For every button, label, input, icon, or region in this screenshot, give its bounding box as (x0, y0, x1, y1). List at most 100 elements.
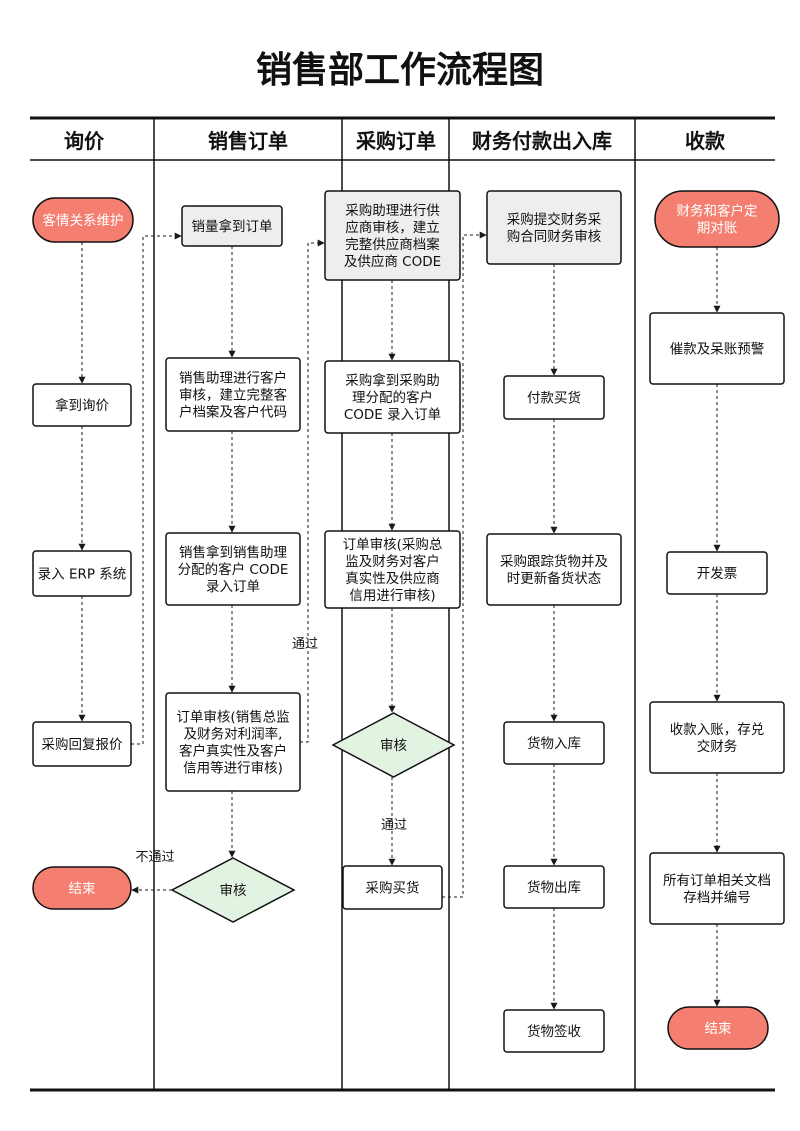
node-text-line: 户档案及客户代码 (179, 404, 287, 421)
node-text-line: 采购助理进行供 (345, 203, 440, 219)
node-fin-out: 货物出库 (503, 865, 605, 909)
process-shape (165, 357, 301, 432)
process-shape (503, 865, 605, 909)
node-text-line: 信用等进行审核) (183, 760, 283, 777)
terminator-shape (32, 866, 132, 910)
node-text-line: 期对账 (697, 221, 738, 237)
node-col-end: 结束 (667, 1006, 769, 1050)
process-shape (503, 1009, 605, 1053)
process-shape (666, 551, 768, 595)
lane-header-finance: 财务付款出入库 (472, 129, 612, 153)
page-title: 销售部工作流程图 (256, 50, 544, 91)
node-text-line: 审核 (380, 738, 407, 754)
node-fin-pay: 付款买货 (503, 375, 605, 420)
node-text-line: 财务和客户定 (677, 203, 758, 220)
node-text-line: 催款及呆账预警 (670, 342, 765, 358)
edge-label-pass-purchase: 通过 (381, 818, 407, 833)
node-text-line: 拿到询价 (55, 397, 109, 414)
node-pur-decision: 审核 (331, 712, 456, 778)
terminator-shape (32, 197, 134, 243)
edge-label-pass-sales: 通过 (292, 637, 318, 652)
process-shape (165, 692, 301, 792)
node-text-line: 所有订单相关文档 (663, 873, 771, 889)
node-inq-start: 客情关系维护 (32, 197, 134, 243)
edge-sales-pass (300, 239, 325, 743)
node-text-line: 完整供应商档案 (345, 236, 440, 253)
node-text-line: 订单审核(销售总监 (176, 710, 289, 726)
node-text-line: 购合同财务审核 (507, 229, 602, 245)
node-text-line: 审核 (220, 883, 247, 899)
node-text-line: 真实性及供应商 (345, 570, 440, 587)
node-text-line: 分配的客户 CODE (178, 561, 289, 578)
node-text-line: 录入 ERP 系统 (38, 567, 127, 583)
node-text-line: 审核，建立完整客 (179, 387, 287, 404)
process-shape (342, 865, 443, 910)
node-col-remind: 催款及呆账预警 (649, 312, 785, 385)
node-text-line: 监及财务对客户 (345, 553, 440, 570)
lane-header-inquiry: 询价 (64, 129, 105, 153)
node-text-line: 销量拿到订单 (192, 218, 273, 235)
decision-shape (170, 857, 296, 923)
process-shape (649, 852, 785, 925)
node-inq-erp: 录入 ERP 系统 (32, 550, 132, 597)
node-text-line: 收款入账，存兑 (670, 722, 765, 738)
process-shape (181, 205, 283, 247)
node-sales-decision: 审核 (170, 857, 296, 923)
node-text-line: 货物签收 (527, 1023, 581, 1040)
node-text-line: 采购跟踪货物并及 (500, 553, 608, 570)
node-pur-buy: 采购买货 (342, 865, 443, 910)
node-text-line: 结束 (69, 881, 96, 897)
node-fin-in: 货物入库 (503, 721, 605, 765)
node-text-line: 采购提交财务采 (507, 211, 602, 228)
node-text-line: 存档并编号 (683, 890, 751, 906)
process-shape (503, 721, 605, 765)
node-inq-end: 结束 (32, 866, 132, 910)
process-shape (503, 375, 605, 420)
node-text-line: 货物出库 (527, 879, 581, 896)
decision-shape (331, 712, 456, 778)
process-shape (324, 530, 461, 609)
node-text-line: 理分配的客户 (352, 389, 433, 406)
node-inq-get: 拿到询价 (32, 383, 132, 427)
process-shape (324, 190, 461, 281)
flow-edges (78, 231, 721, 1010)
node-inq-reply: 采购回复报价 (32, 721, 132, 767)
node-text-line: 时更新备货状态 (507, 570, 602, 587)
edge-reply-to-sales (131, 232, 182, 745)
edge-label-fail: 不通过 (135, 850, 174, 865)
node-sales-get: 销量拿到订单 (181, 205, 283, 247)
node-col-invoice: 开发票 (666, 551, 768, 595)
lane-header-collection: 收款 (685, 129, 726, 153)
process-shape (32, 721, 132, 767)
process-shape (324, 360, 461, 434)
lane-header-sales-order: 销售订单 (208, 129, 288, 153)
lane-header-purchase-order: 采购订单 (356, 129, 436, 153)
node-text-line: 开发票 (697, 566, 738, 582)
terminator-shape (654, 190, 780, 248)
process-shape (32, 550, 132, 597)
node-text-line: 客情关系维护 (43, 212, 124, 229)
node-text-line: 采购拿到采购助 (345, 372, 440, 389)
node-text-line: 及财务对利润率, (184, 726, 283, 743)
node-text-line: 货物入库 (527, 735, 581, 752)
node-text-line: 销售助理进行客户 (179, 370, 287, 387)
process-shape (649, 701, 785, 774)
terminator-shape (667, 1006, 769, 1050)
node-fin-sign: 货物签收 (503, 1009, 605, 1053)
node-text-line: 应商审核，建立 (345, 219, 440, 236)
node-text-line: 销售拿到销售助理 (179, 544, 287, 561)
node-text-line: 订单审核(采购总 (343, 537, 443, 553)
